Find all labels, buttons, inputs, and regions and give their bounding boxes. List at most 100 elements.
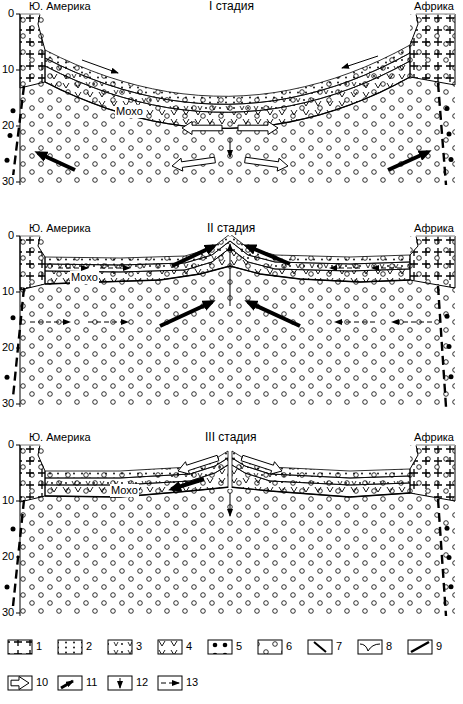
continent-label: Ю. Америка (28, 431, 92, 444)
depth-axis (20, 14, 21, 185)
axis-tick (16, 404, 20, 405)
white-arrow (11, 677, 29, 690)
fault-dot (445, 526, 450, 531)
depth-value: 20 (1, 550, 15, 563)
axis-tick (16, 14, 20, 15)
basalt-layer (45, 248, 410, 284)
depth-value: 30 (1, 175, 15, 188)
legend-swatch (8, 640, 32, 654)
legend-swatch (358, 640, 382, 654)
stage-section (5, 14, 456, 185)
stage-section (5, 234, 456, 407)
continent-label: Ю. Америка (28, 222, 92, 235)
thin-arrow (230, 244, 231, 306)
fault-dot (445, 106, 450, 111)
fault-dot (449, 374, 454, 379)
stage-section (5, 445, 456, 616)
continental-crust (410, 14, 455, 85)
axis-tick (16, 613, 20, 614)
fault-dot (447, 555, 452, 560)
basalt-layer (45, 465, 410, 497)
white-arrow (245, 157, 288, 171)
fault-line (438, 83, 446, 185)
legend-swatch (158, 640, 182, 654)
thick-arrow (172, 479, 204, 489)
dashed-arrow (161, 683, 179, 684)
moho-line (45, 266, 410, 284)
legend-number: 6 (285, 640, 293, 653)
depth-value: 30 (1, 397, 15, 410)
legend-number: 4 (185, 640, 193, 653)
depth-value: 0 (7, 7, 15, 20)
legend-swatch (108, 640, 132, 654)
stage-title: III стадия (204, 431, 258, 444)
fault-dot (11, 108, 16, 113)
legend-swatch (58, 676, 82, 690)
rift-walls (228, 451, 232, 488)
dashed-arrow (392, 322, 432, 323)
fault-line (438, 499, 446, 616)
white-arrow (178, 455, 219, 474)
dashed-arrow (335, 322, 375, 323)
legend-number: 5 (235, 640, 243, 653)
legend-number: 7 (335, 640, 343, 653)
fault-dot (445, 314, 450, 319)
fault-dot (5, 375, 10, 380)
legend-number: 9 (435, 640, 443, 653)
axis-tick (16, 126, 20, 127)
continental-crust (410, 236, 455, 288)
thick-arrow (248, 302, 300, 326)
legend-swatch (308, 640, 332, 654)
white-arrow (172, 157, 215, 171)
white-arrow (238, 122, 278, 135)
axis-tick (16, 445, 20, 446)
moho-label: Мохо (70, 271, 99, 284)
depth-value: 20 (1, 341, 15, 354)
dashed-arrow (88, 322, 128, 323)
legend-moho (360, 644, 380, 651)
thin-arrow (230, 493, 231, 516)
stage-title: II стадия (206, 222, 256, 235)
continental-crust (20, 445, 45, 502)
dashed-arrow (30, 322, 70, 323)
dashed-arrow (100, 268, 130, 269)
depth-value: 30 (1, 606, 15, 619)
legend-line (411, 642, 429, 652)
fault-dot (449, 584, 454, 589)
mantle (20, 445, 455, 616)
fault-dot (449, 157, 454, 162)
thin-arrow (342, 56, 378, 68)
continent-label: Африка (413, 222, 455, 235)
fault-dot (11, 315, 16, 320)
legend-number: 3 (135, 640, 143, 653)
thick-arrow (160, 302, 212, 326)
moho-label: Мохо (115, 105, 144, 118)
axis-tick (16, 292, 20, 293)
legend-swatch (208, 640, 232, 654)
legend-number: 1 (35, 640, 43, 653)
legend-swatch (258, 640, 282, 654)
legend-number: 8 (385, 640, 393, 653)
legend-swatch (108, 676, 132, 690)
fault-dot (447, 344, 452, 349)
legend-swatch (408, 640, 432, 654)
ground-edge (20, 445, 455, 446)
fault-dot (8, 133, 13, 138)
legend-swatch (58, 640, 82, 654)
thin-arrow (82, 60, 118, 73)
mantle (20, 14, 455, 185)
ground-edge (20, 236, 455, 237)
ground-edge (20, 14, 455, 15)
legend-swatch (8, 676, 32, 690)
moho-line (45, 77, 410, 128)
legend-number: 2 (85, 640, 93, 653)
depth-value: 0 (7, 229, 15, 242)
legend-number: 13 (185, 676, 199, 689)
continent-label: Африка (413, 0, 455, 13)
stage-title: I стадия (208, 0, 255, 13)
fault-line (438, 286, 446, 407)
fault-line (12, 86, 24, 185)
continent-label: Африка (413, 431, 455, 444)
thin-arrow (120, 678, 121, 688)
